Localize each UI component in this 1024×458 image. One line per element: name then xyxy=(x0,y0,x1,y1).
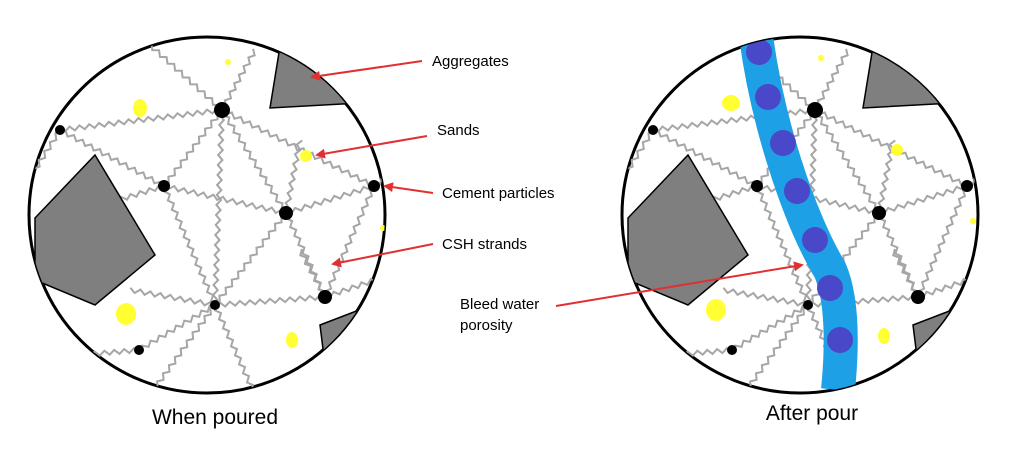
sand-grain xyxy=(970,218,976,224)
arrow-aggregates xyxy=(310,60,423,81)
cement-particle xyxy=(279,206,293,220)
caption-after-pour: After pour xyxy=(766,402,858,425)
csh-strand xyxy=(755,185,811,306)
panel-after-pour: After pour xyxy=(620,35,980,425)
csh-strand xyxy=(139,304,216,353)
sand-grain xyxy=(722,95,740,111)
cement-particle xyxy=(727,345,737,355)
cement-particle-group xyxy=(648,102,973,355)
label-csh-strands: CSH strands xyxy=(442,236,527,253)
cement-particle xyxy=(961,180,973,192)
bleed-pore xyxy=(746,39,772,65)
bleed-pore xyxy=(770,130,796,156)
cement-particle xyxy=(648,125,658,135)
label-cement-particles: Cement particles xyxy=(442,185,555,202)
label-bleed-water-line1: Bleed water xyxy=(460,296,539,313)
cement-particle xyxy=(911,290,925,304)
cement-particle xyxy=(55,125,65,135)
csh-strand xyxy=(221,109,289,213)
cement-particle xyxy=(803,300,813,310)
csh-strand xyxy=(221,48,256,111)
csh-strand xyxy=(58,129,165,187)
label-bleed-water-line2: porosity xyxy=(460,317,513,334)
bleed-pore xyxy=(784,178,810,204)
csh-strand xyxy=(163,184,287,216)
arrow-sands xyxy=(315,135,428,159)
aggregate xyxy=(862,37,973,109)
cement-particle xyxy=(872,206,886,220)
sand-group xyxy=(706,55,976,344)
bleed-pore xyxy=(817,275,843,301)
csh-strand xyxy=(732,304,809,353)
cement-particle xyxy=(134,345,144,355)
cement-particle xyxy=(158,180,170,192)
annotation-arrows xyxy=(310,60,804,307)
aggregate xyxy=(269,37,380,109)
sand-grain xyxy=(300,150,312,162)
cement-particle xyxy=(210,300,220,310)
cement-particle xyxy=(318,290,332,304)
bleed-water-channel xyxy=(737,37,858,392)
csh-strand xyxy=(814,109,882,213)
csh-strand xyxy=(814,48,849,111)
csh-strand xyxy=(284,139,303,214)
bleed-pore xyxy=(802,227,828,253)
csh-strand-network xyxy=(32,43,385,393)
csh-strand xyxy=(916,185,968,299)
sand-grain xyxy=(891,144,903,156)
csh-strand xyxy=(213,212,287,305)
cement-particle xyxy=(214,102,230,118)
csh-strand xyxy=(214,294,326,308)
csh-strand xyxy=(162,185,218,306)
sand-group xyxy=(116,59,385,348)
csh-strand xyxy=(150,43,223,111)
csh-strand xyxy=(129,287,216,307)
csh-strand xyxy=(162,109,223,186)
bleed-pore xyxy=(827,327,853,353)
sand-grain xyxy=(878,328,890,344)
csh-strand xyxy=(877,139,896,214)
annotation-labels: Aggregates Sands Cement particles CSH st… xyxy=(432,53,555,334)
csh-strand xyxy=(285,183,375,215)
sand-grain xyxy=(116,303,136,325)
cement-particle xyxy=(807,102,823,118)
label-sands: Sands xyxy=(437,122,480,139)
arrow-csh xyxy=(331,243,434,268)
csh-strand xyxy=(814,109,969,187)
caption-when-poured: When poured xyxy=(152,406,278,429)
bleed-pore xyxy=(755,84,781,110)
cement-particle xyxy=(368,180,380,192)
csh-strand xyxy=(743,304,809,393)
cement-particle-group xyxy=(55,102,380,355)
label-aggregates: Aggregates xyxy=(432,53,509,70)
panel-when-poured: When poured xyxy=(27,35,387,429)
csh-strand xyxy=(892,248,919,298)
sand-grain xyxy=(225,59,231,65)
csh-strand xyxy=(214,305,258,393)
panel-circle xyxy=(27,35,387,395)
csh-strand xyxy=(722,287,809,307)
csh-strand xyxy=(211,109,226,306)
csh-strand xyxy=(59,107,223,133)
csh-strand xyxy=(150,304,216,393)
csh-strand xyxy=(299,248,326,298)
cement-particle xyxy=(751,180,763,192)
sand-grain xyxy=(818,55,824,61)
sand-grain xyxy=(706,299,726,321)
sand-grain xyxy=(286,332,298,348)
csh-strand xyxy=(625,129,654,170)
csh-strand xyxy=(32,129,61,170)
arrow-bleed-water xyxy=(555,261,804,307)
csh-strand xyxy=(878,183,968,215)
csh-strand xyxy=(323,185,375,299)
csh-strand xyxy=(651,129,758,187)
sand-grain xyxy=(133,99,147,117)
csh-strand xyxy=(221,109,376,187)
arrow-cement xyxy=(383,182,434,194)
